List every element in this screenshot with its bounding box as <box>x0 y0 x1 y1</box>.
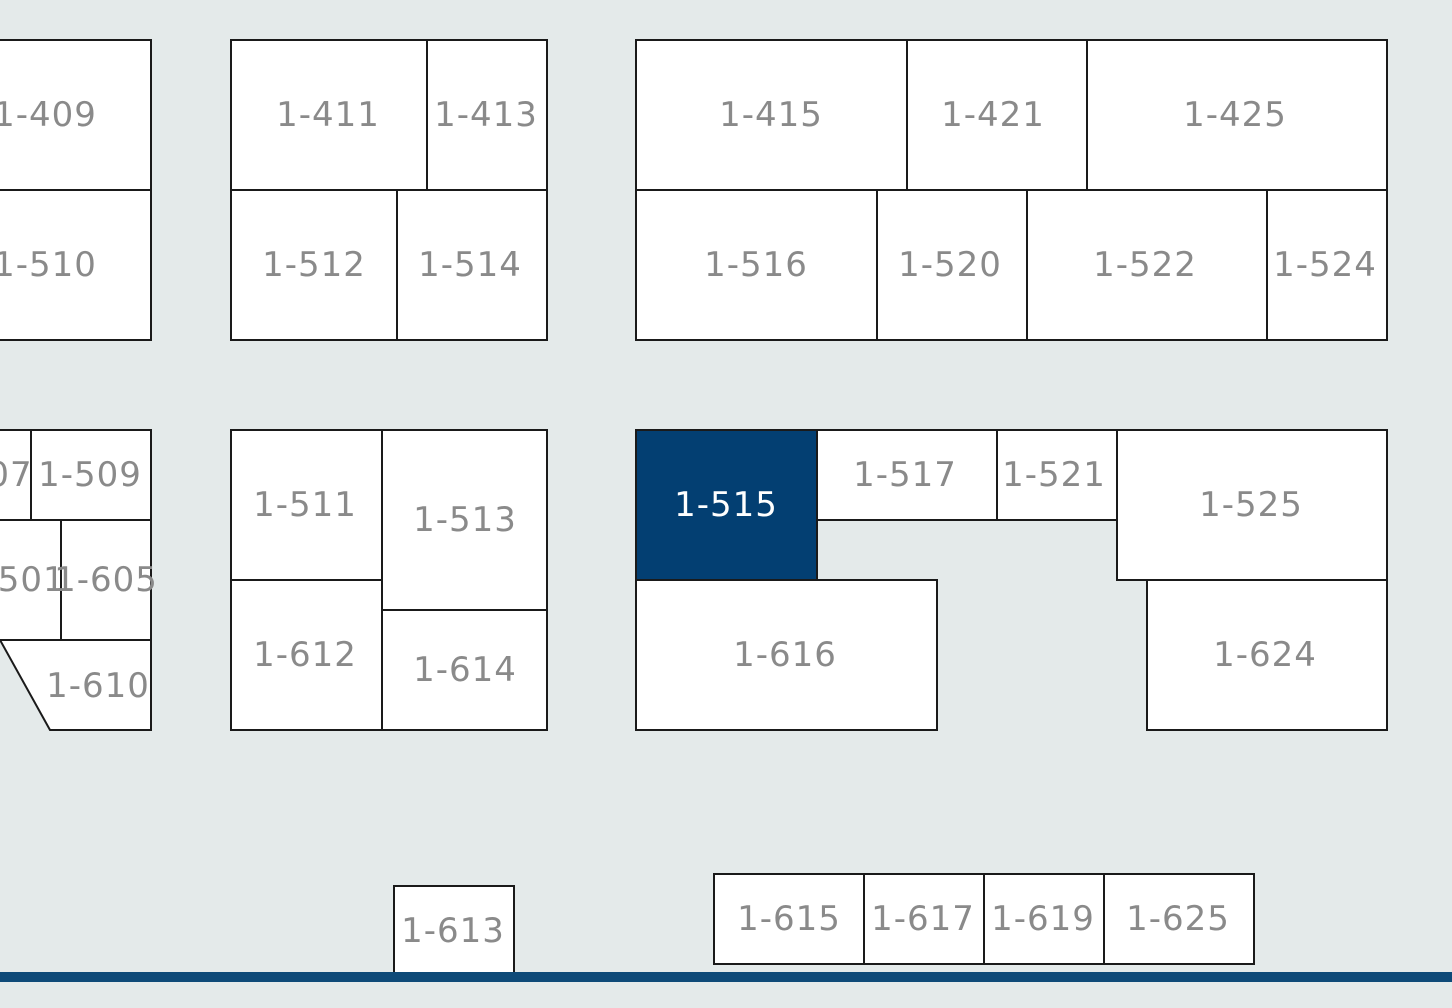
booth-1-516[interactable]: 1-516 <box>635 189 878 341</box>
booth-1-617[interactable]: 1-617 <box>863 873 985 965</box>
booth-1-515[interactable]: 1-515 <box>635 429 818 581</box>
booth-1-624[interactable]: 1-624 <box>1146 579 1388 731</box>
booth-1-517[interactable]: 1-517 <box>816 429 998 521</box>
booth-1-619[interactable]: 1-619 <box>983 873 1105 965</box>
booth-shape[interactable] <box>30 429 152 521</box>
booth-shape[interactable] <box>1026 189 1268 341</box>
booth-shape[interactable] <box>635 579 938 731</box>
booth-1-612[interactable]: 1-612 <box>230 579 383 731</box>
booth-shape[interactable] <box>230 189 398 341</box>
booth-1-522[interactable]: 1-522 <box>1026 189 1268 341</box>
booth-1-509[interactable]: 1-509 <box>30 429 152 521</box>
booth-shape[interactable] <box>381 609 548 731</box>
booth-1-610[interactable]: 1-610 <box>0 639 152 731</box>
booth-shape[interactable] <box>635 429 818 581</box>
booth-1-425[interactable]: 1-425 <box>1086 39 1388 191</box>
booth-1-521[interactable]: 1-521 <box>996 429 1118 521</box>
booth-1-625[interactable]: 1-625 <box>1103 873 1255 965</box>
booth-1-513[interactable]: 1-513 <box>381 429 548 611</box>
booth-shape[interactable] <box>713 873 865 965</box>
booth-1-524[interactable]: 1-524 <box>1266 189 1388 341</box>
booth-1-415[interactable]: 1-415 <box>635 39 908 191</box>
booth-1-605[interactable]: 1-605 <box>54 519 158 641</box>
booth-shape[interactable] <box>0 639 152 731</box>
booth-shape[interactable] <box>863 873 985 965</box>
booth-shape[interactable] <box>635 39 908 191</box>
booth-shape[interactable] <box>635 189 878 341</box>
booth-1-613[interactable]: 1-613 <box>393 885 515 977</box>
booth-shape[interactable] <box>230 39 428 191</box>
booth-1-511[interactable]: 1-511 <box>230 429 383 581</box>
booth-shape[interactable] <box>1116 429 1388 581</box>
booth-1-501[interactable]: -501 <box>0 519 66 641</box>
booth-shape[interactable] <box>0 189 152 341</box>
booth-shape[interactable] <box>0 519 62 641</box>
booth-shape[interactable] <box>426 39 548 191</box>
booth-shape[interactable] <box>1103 873 1255 965</box>
booth-1-615[interactable]: 1-615 <box>713 873 865 965</box>
map-bottom-rule <box>0 972 1452 982</box>
booth-1-514[interactable]: 1-514 <box>396 189 548 341</box>
booth-shape[interactable] <box>983 873 1105 965</box>
booth-1-421[interactable]: 1-421 <box>906 39 1088 191</box>
booth-shape[interactable] <box>816 429 998 521</box>
booth-shape[interactable] <box>876 189 1028 341</box>
booth-shape[interactable] <box>906 39 1088 191</box>
booth-1-520[interactable]: 1-520 <box>876 189 1028 341</box>
booth-1-614[interactable]: 1-614 <box>381 609 548 731</box>
booth-shape[interactable] <box>230 579 383 731</box>
booth-shape[interactable] <box>230 429 383 581</box>
booth-shape[interactable] <box>1146 579 1388 731</box>
booth-shape[interactable] <box>996 429 1118 521</box>
booth-1-525[interactable]: 1-525 <box>1116 429 1388 581</box>
booth-shape[interactable] <box>0 429 32 521</box>
booth-1-510[interactable]: 1-510 <box>0 189 152 341</box>
booth-1-507[interactable]: 07 <box>0 429 33 521</box>
booth-1-616[interactable]: 1-616 <box>635 579 938 731</box>
booth-shape[interactable] <box>1266 189 1388 341</box>
booth-shape[interactable] <box>1086 39 1388 191</box>
booth-shape[interactable] <box>0 39 152 191</box>
booth-shape[interactable] <box>393 885 515 977</box>
booth-1-413[interactable]: 1-413 <box>426 39 548 191</box>
booth-shape[interactable] <box>381 429 548 611</box>
booth-1-411[interactable]: 1-411 <box>230 39 428 191</box>
booth-1-512[interactable]: 1-512 <box>230 189 398 341</box>
booth-shape[interactable] <box>60 519 152 641</box>
booth-shape[interactable] <box>396 189 548 341</box>
booth-1-409[interactable]: 1-409 <box>0 39 152 191</box>
